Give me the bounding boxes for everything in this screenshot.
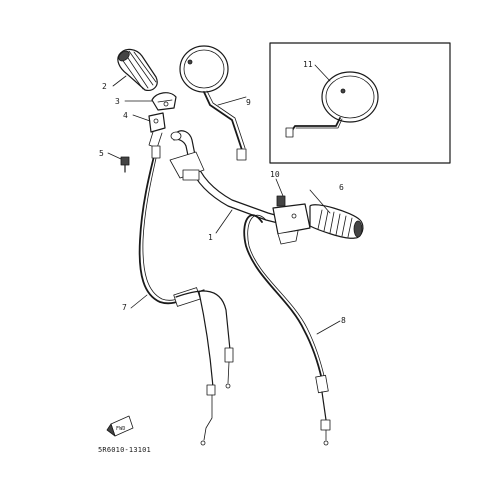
label-2: 2 [102, 82, 107, 91]
holder-3[interactable] [151, 92, 177, 111]
throttle-housing-10[interactable] [272, 195, 311, 245]
label-5: 5 [99, 149, 104, 158]
label-6: 6 [339, 183, 344, 192]
lever-bracket-4[interactable] [148, 112, 166, 149]
badge-text: FWD [116, 426, 126, 432]
inset-box [269, 42, 451, 164]
cable-7[interactable] [138, 145, 216, 446]
inset-mirror-11[interactable] [285, 71, 379, 138]
label-4: 4 [123, 111, 128, 120]
label-1: 1 [208, 233, 213, 242]
label-9: 9 [246, 98, 251, 107]
label-11: 11 [303, 60, 313, 69]
handlebar-1[interactable] [169, 130, 301, 229]
label-3: 3 [115, 97, 120, 106]
left-grip-2[interactable] [117, 48, 158, 91]
label-10: 10 [270, 170, 280, 179]
forward-direction-badge: FWD [106, 415, 134, 437]
label-8: 8 [341, 316, 346, 325]
screw-5[interactable] [120, 156, 130, 173]
leader-lines [107, 64, 341, 335]
cable-8[interactable] [243, 214, 331, 446]
throttle-grip-6[interactable] [309, 204, 364, 239]
mirror-9[interactable] [179, 45, 247, 161]
diagram-code: 5R6010-13101 [98, 446, 151, 454]
throttle-cable-return[interactable] [175, 290, 234, 389]
label-7: 7 [122, 303, 127, 312]
